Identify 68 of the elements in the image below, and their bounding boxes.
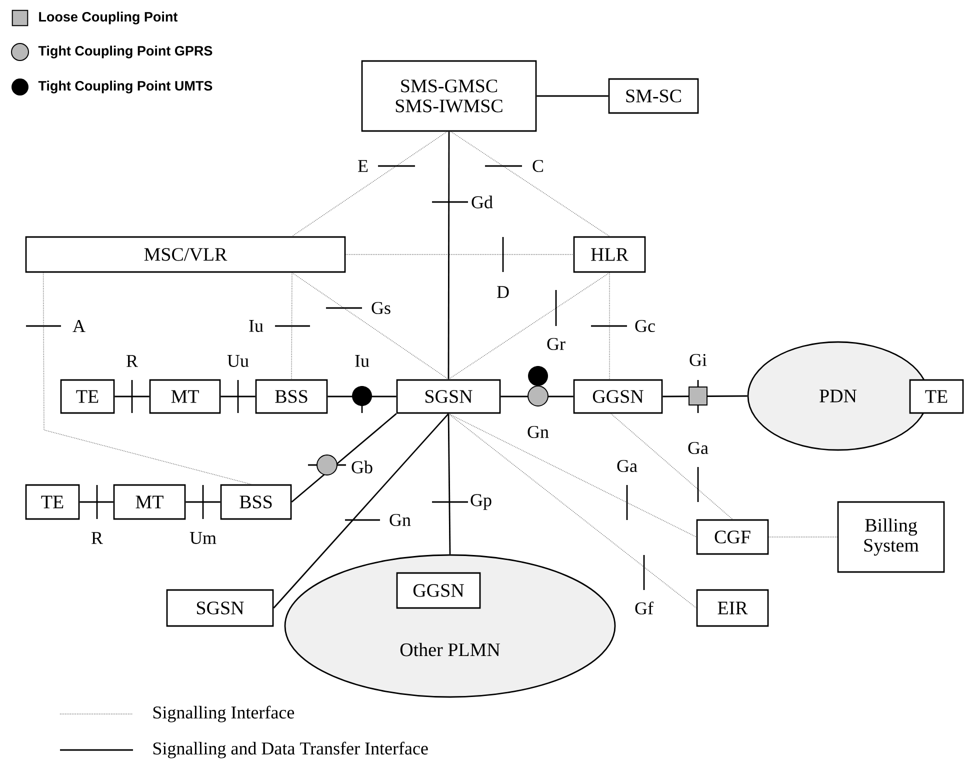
network-element-box: BSS	[255, 379, 328, 414]
network-element-box: SM-SC	[608, 78, 699, 114]
network-element-box: MSC/VLR	[25, 236, 346, 273]
interface-line	[662, 395, 748, 398]
network-element-box: SGSN	[396, 379, 501, 414]
interface-line	[42, 272, 252, 485]
interface-line	[768, 536, 838, 538]
interface-label: E	[356, 159, 370, 173]
network-element-box: GGSN	[573, 379, 663, 414]
interface-line	[345, 254, 574, 255]
interface-line	[448, 132, 450, 380]
interface-label: Gf	[634, 600, 654, 616]
interface-line	[448, 414, 451, 554]
network-element-box: Billing System	[837, 501, 945, 573]
network-element-box: TE	[60, 379, 115, 414]
interface-label: Ga	[686, 440, 710, 456]
network-element-box: HLR	[573, 236, 646, 273]
interface-line	[610, 413, 733, 520]
network-element-box: EIR	[696, 589, 769, 627]
interface-label: Gp	[469, 493, 493, 511]
network-element-box: CGF	[696, 519, 769, 555]
interface-label: Gi	[688, 352, 708, 368]
interface-label: D	[496, 285, 510, 299]
interface-line	[609, 272, 610, 380]
interface-line	[186, 501, 220, 503]
interface-line	[291, 413, 397, 503]
network-element-box: MT	[113, 484, 186, 520]
interface-label: Ga	[616, 458, 638, 474]
interface-line	[450, 131, 610, 237]
interface-line	[448, 272, 610, 380]
interface-line	[536, 95, 608, 97]
interface-label: R	[125, 354, 139, 368]
interface-label: Gn	[388, 512, 412, 528]
interface-line	[448, 413, 697, 608]
interface-label: Gd	[470, 194, 494, 210]
network-element-box: GGSN	[396, 572, 481, 609]
interface-label: A	[72, 319, 86, 333]
interface-label: Gb	[350, 460, 374, 474]
interface-label: Gr	[546, 336, 566, 352]
network-element-box: TE	[909, 379, 964, 414]
interface-label: Gs	[370, 300, 392, 316]
legend-text: Tight Coupling Point UMTS	[38, 80, 212, 94]
interface-label: Iu	[248, 319, 264, 333]
interface-label: R	[90, 531, 104, 545]
interface-label: Gn	[526, 424, 550, 440]
interface-line	[292, 272, 449, 380]
network-element-box: SMS-GMSC SMS-IWMSC	[361, 60, 537, 132]
interface-label: Iu	[354, 354, 370, 368]
interface-label: Um	[188, 531, 218, 545]
network-element-box: SGSN	[166, 589, 274, 627]
interface-line	[291, 272, 292, 380]
interface-label: C	[531, 158, 545, 174]
legend-text: Loose Coupling Point	[39, 12, 178, 24]
interface-line	[114, 396, 150, 398]
network-element-box: BSS	[220, 484, 292, 520]
network-element-box: MT	[149, 379, 221, 414]
interface-line	[220, 396, 256, 398]
interface-line	[448, 413, 697, 538]
interface-line	[80, 501, 114, 503]
interface-line	[292, 131, 448, 237]
legend-text: Signalling Interface	[153, 706, 294, 722]
interface-line	[328, 396, 396, 398]
interface-label: Uu	[226, 354, 250, 368]
network-element-box: TE	[25, 484, 80, 520]
interface-line	[500, 396, 574, 398]
interface-label: Gc	[634, 318, 656, 334]
legend-text: Signalling and Data Transfer Interface	[153, 742, 428, 758]
legend-text: Tight Coupling Point GPRS	[38, 46, 212, 58]
